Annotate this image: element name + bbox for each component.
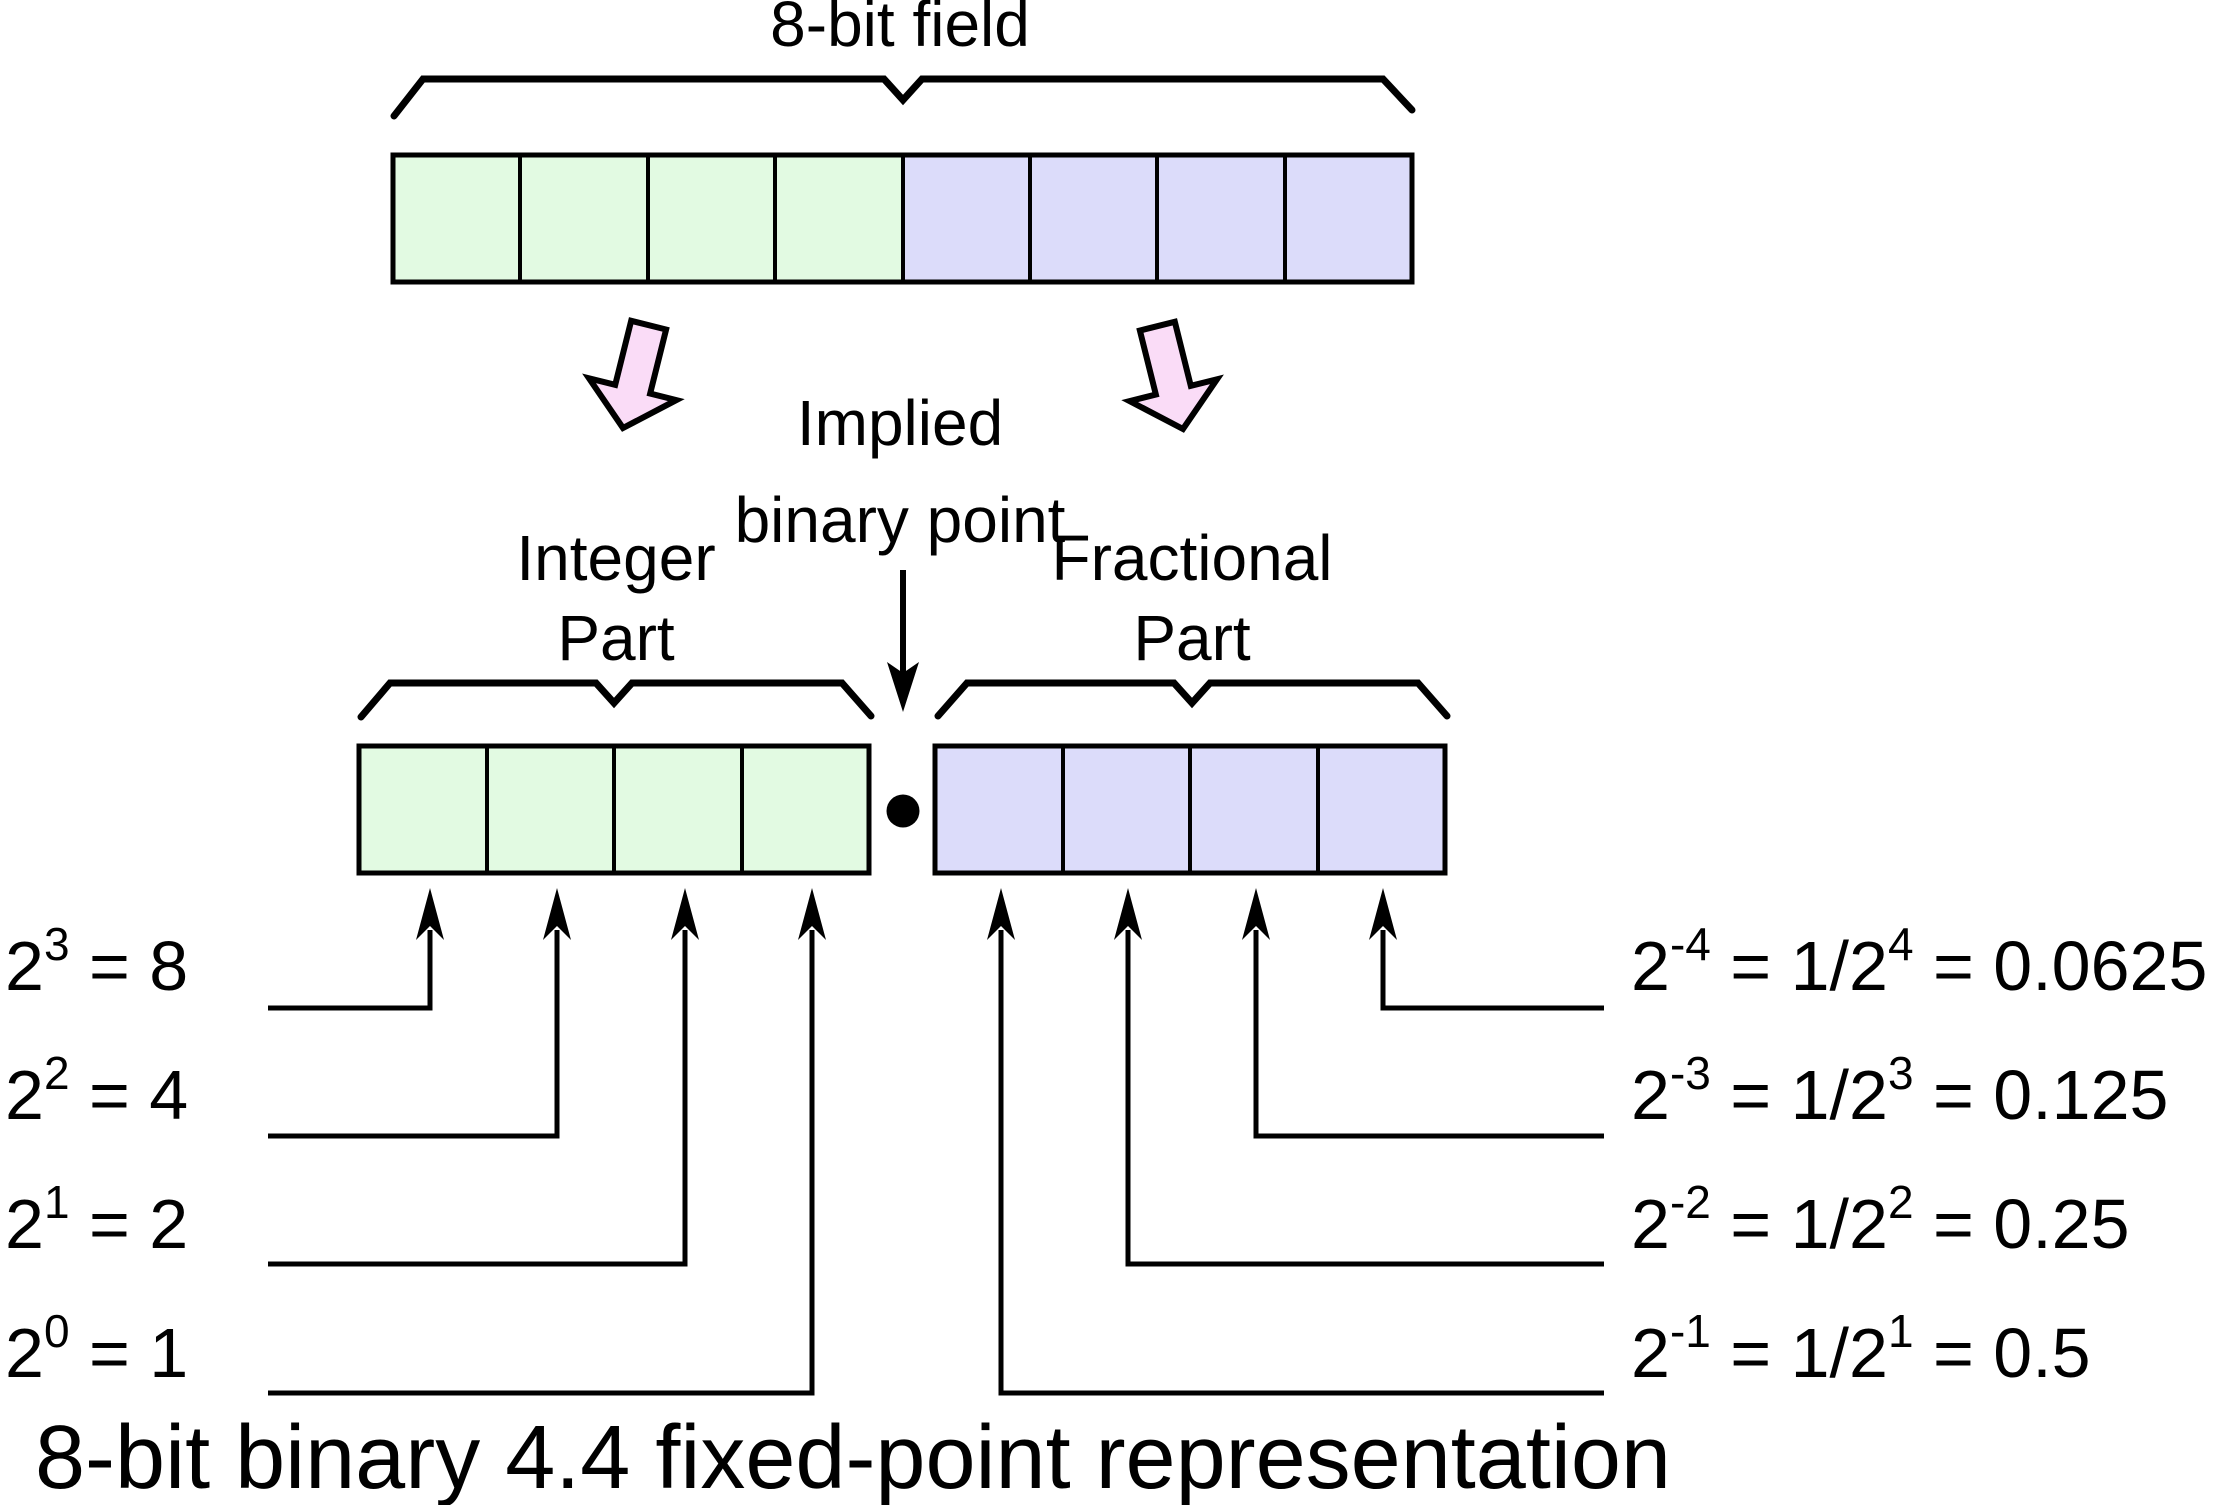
- down-arrow-icon: [1121, 318, 1224, 433]
- weight-fraction-exponent: 1: [1888, 1305, 1914, 1357]
- fractional-part-label-line1: Fractional: [1052, 522, 1333, 594]
- weight-value: = 0.0625: [1914, 927, 2208, 1005]
- weight-exponent: 1: [44, 1176, 70, 1228]
- up-arrow-icon: [1114, 888, 1142, 940]
- integer-weight-label: 22 = 4: [5, 1047, 188, 1134]
- weight-fraction: = 1/2: [1711, 1056, 1888, 1134]
- bit-field-outline: [390, 152, 1415, 285]
- fractional-weight-label: 2-3 = 1/23 = 0.125: [1631, 1047, 2168, 1134]
- caption: 8-bit binary 4.4 fixed-point representat…: [35, 1408, 1671, 1505]
- implied-point-arrowhead: [887, 662, 919, 712]
- connector-line: [1380, 930, 1604, 1011]
- weight-value: = 0.25: [1914, 1185, 2130, 1263]
- binary-point-dot: [886, 794, 920, 828]
- field-label: 8-bit field: [770, 0, 1030, 60]
- fractional-weight-label: 2-1 = 1/21 = 0.5: [1631, 1305, 2091, 1392]
- weight-exponent: -1: [1670, 1305, 1711, 1357]
- integer-weight-label: 20 = 1: [5, 1305, 188, 1392]
- connector-line: [1125, 930, 1604, 1267]
- weight-exponent: 2: [44, 1047, 70, 1099]
- bit-field-row: [390, 152, 1415, 285]
- weight-value: = 1: [70, 1314, 189, 1392]
- weight-base: 2: [5, 1056, 44, 1134]
- weight-base: 2: [1631, 1314, 1670, 1392]
- weight-exponent: -2: [1670, 1176, 1711, 1228]
- down-arrow-icon: [582, 317, 685, 432]
- fractional-part-brace: [934, 679, 1451, 720]
- bit-cell: [518, 153, 650, 284]
- up-arrow-icon: [987, 888, 1015, 940]
- integer-weight-label: 23 = 8: [5, 918, 188, 1005]
- up-arrow-icon: [416, 888, 444, 940]
- weight-exponent: -4: [1670, 918, 1711, 970]
- bit-cell: [485, 744, 616, 875]
- bit-cell: [1155, 153, 1287, 284]
- up-arrow-icon: [543, 888, 571, 940]
- integer-weight-label: 21 = 2: [5, 1176, 188, 1263]
- integer-weight-connectors: [268, 888, 826, 1396]
- up-arrow-icon: [671, 888, 699, 940]
- weight-base: 2: [5, 1185, 44, 1263]
- weight-value: = 4: [70, 1056, 189, 1134]
- weight-base: 2: [5, 927, 44, 1005]
- implied-point-label-line2: binary point: [735, 484, 1066, 556]
- bit-cell: [612, 744, 744, 875]
- bit-cell: [357, 744, 489, 875]
- connector-line: [998, 930, 1604, 1396]
- bit-cell: [901, 153, 1032, 284]
- up-arrow-icon: [1369, 888, 1397, 940]
- weight-value: = 0.5: [1914, 1314, 2091, 1392]
- bit-cell: [773, 153, 905, 284]
- connector-line: [268, 930, 688, 1267]
- weight-fraction-exponent: 3: [1888, 1047, 1914, 1099]
- connector-line: [1253, 930, 1604, 1139]
- connector-line: [268, 930, 815, 1396]
- bit-cell: [933, 744, 1065, 875]
- bit-cell: [1283, 153, 1414, 284]
- fractional-weight-label: 2-2 = 1/22 = 0.25: [1631, 1176, 2130, 1263]
- integer-part-row: [356, 743, 872, 876]
- weight-exponent: 0: [44, 1305, 70, 1357]
- fractional-weight-connectors: [987, 888, 1604, 1396]
- weight-fraction: = 1/2: [1711, 1185, 1888, 1263]
- weight-fraction: = 1/2: [1711, 1314, 1888, 1392]
- bit-cell: [1061, 744, 1192, 875]
- weight-exponent: 3: [44, 918, 70, 970]
- bit-cell: [1188, 744, 1320, 875]
- weight-fraction-exponent: 4: [1888, 918, 1914, 970]
- integer-row-outline: [356, 743, 872, 876]
- weight-base: 2: [1631, 1185, 1670, 1263]
- bit-cell: [646, 153, 777, 284]
- weight-fraction: = 1/2: [1711, 927, 1888, 1005]
- up-arrow-icon: [798, 888, 826, 940]
- bit-cell: [391, 153, 522, 284]
- implied-point-label-line1: Implied: [797, 387, 1003, 459]
- fractional-part-label-line2: Part: [1133, 602, 1251, 674]
- connector-line: [268, 930, 560, 1139]
- integer-part-label-line2: Part: [557, 602, 675, 674]
- fractional-row-outline: [932, 743, 1448, 876]
- integer-part-brace: [357, 679, 875, 721]
- up-arrow-icon: [1242, 888, 1270, 940]
- bit-cell: [1316, 744, 1447, 875]
- fractional-weight-label: 2-4 = 1/24 = 0.0625: [1631, 918, 2207, 1005]
- weight-value: = 0.125: [1914, 1056, 2169, 1134]
- weight-base: 2: [1631, 1056, 1670, 1134]
- fractional-part-row: [932, 743, 1448, 876]
- bit-cell: [740, 744, 871, 875]
- weight-value: = 8: [70, 927, 189, 1005]
- integer-part-label-line1: Integer: [516, 522, 715, 594]
- field-brace: [390, 75, 1416, 120]
- connector-line: [268, 930, 433, 1011]
- weight-base: 2: [1631, 927, 1670, 1005]
- weight-base: 2: [5, 1314, 44, 1392]
- weight-value: = 2: [70, 1185, 189, 1263]
- bit-cell: [1028, 153, 1159, 284]
- weight-exponent: -3: [1670, 1047, 1711, 1099]
- weight-fraction-exponent: 2: [1888, 1176, 1914, 1228]
